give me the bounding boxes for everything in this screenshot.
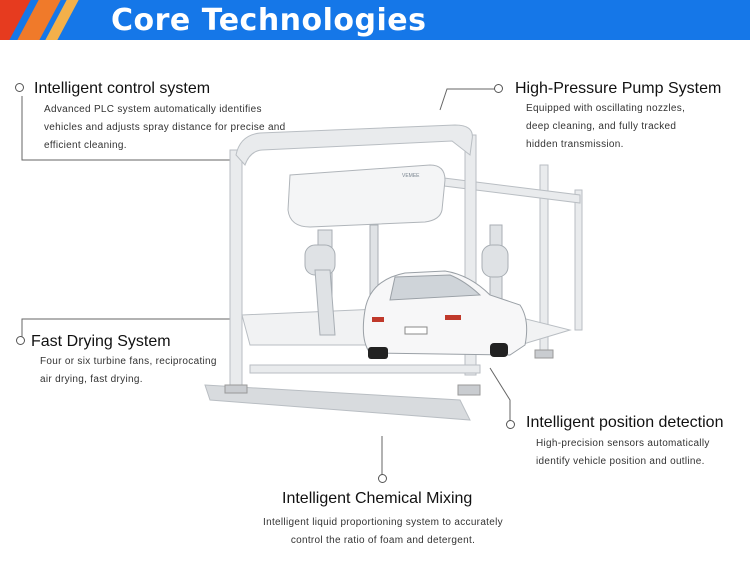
chemical-desc-line: Intelligent liquid proportioning system … bbox=[263, 517, 503, 528]
pump-desc-line: deep cleaning, and fully tracked bbox=[526, 121, 677, 132]
control-desc-line: Advanced PLC system automatically identi… bbox=[44, 104, 262, 115]
position-desc-line: High-precision sensors automatically bbox=[536, 438, 710, 449]
pump-description: Equipped with oscillating nozzles, deep … bbox=[526, 100, 685, 154]
control-title: Intelligent control system bbox=[34, 80, 211, 97]
drying-bullet-icon bbox=[16, 336, 25, 345]
position-bullet-icon bbox=[506, 420, 515, 429]
drying-title: Fast Drying System bbox=[31, 333, 171, 350]
pump-bullet-icon bbox=[494, 84, 503, 93]
chemical-description: Intelligent liquid proportioning system … bbox=[259, 514, 507, 550]
header-banner: Core Technologies bbox=[0, 0, 750, 40]
pump-title: High-Pressure Pump System bbox=[515, 80, 722, 97]
page-title: Core Technologies bbox=[111, 3, 427, 38]
control-description: Advanced PLC system automatically identi… bbox=[44, 101, 286, 155]
drying-desc-line: Four or six turbine fans, reciprocating bbox=[40, 356, 217, 367]
drying-desc-line: air drying, fast drying. bbox=[40, 374, 143, 385]
pump-desc-line: Equipped with oscillating nozzles, bbox=[526, 103, 686, 114]
control-desc-line: efficient cleaning. bbox=[44, 140, 127, 151]
chemical-bullet-icon bbox=[378, 474, 387, 483]
drying-description: Four or six turbine fans, reciprocating … bbox=[40, 353, 217, 389]
chemical-desc-line: control the ratio of foam and detergent. bbox=[290, 535, 476, 546]
car-wash-machine-illustration: VEMEE bbox=[204, 124, 583, 421]
position-description: High-precision sensors automatically ide… bbox=[536, 435, 710, 471]
control-bullet-icon bbox=[15, 83, 24, 92]
pump-desc-line: hidden transmission. bbox=[526, 139, 624, 150]
position-desc-line: identify vehicle position and outline. bbox=[536, 456, 705, 467]
chemical-title: Intelligent Chemical Mixing bbox=[282, 490, 473, 507]
control-desc-line: vehicles and adjusts spray distance for … bbox=[44, 122, 286, 133]
machine-brand-label: VEMEE bbox=[402, 173, 420, 179]
position-title: Intelligent position detection bbox=[526, 414, 724, 431]
